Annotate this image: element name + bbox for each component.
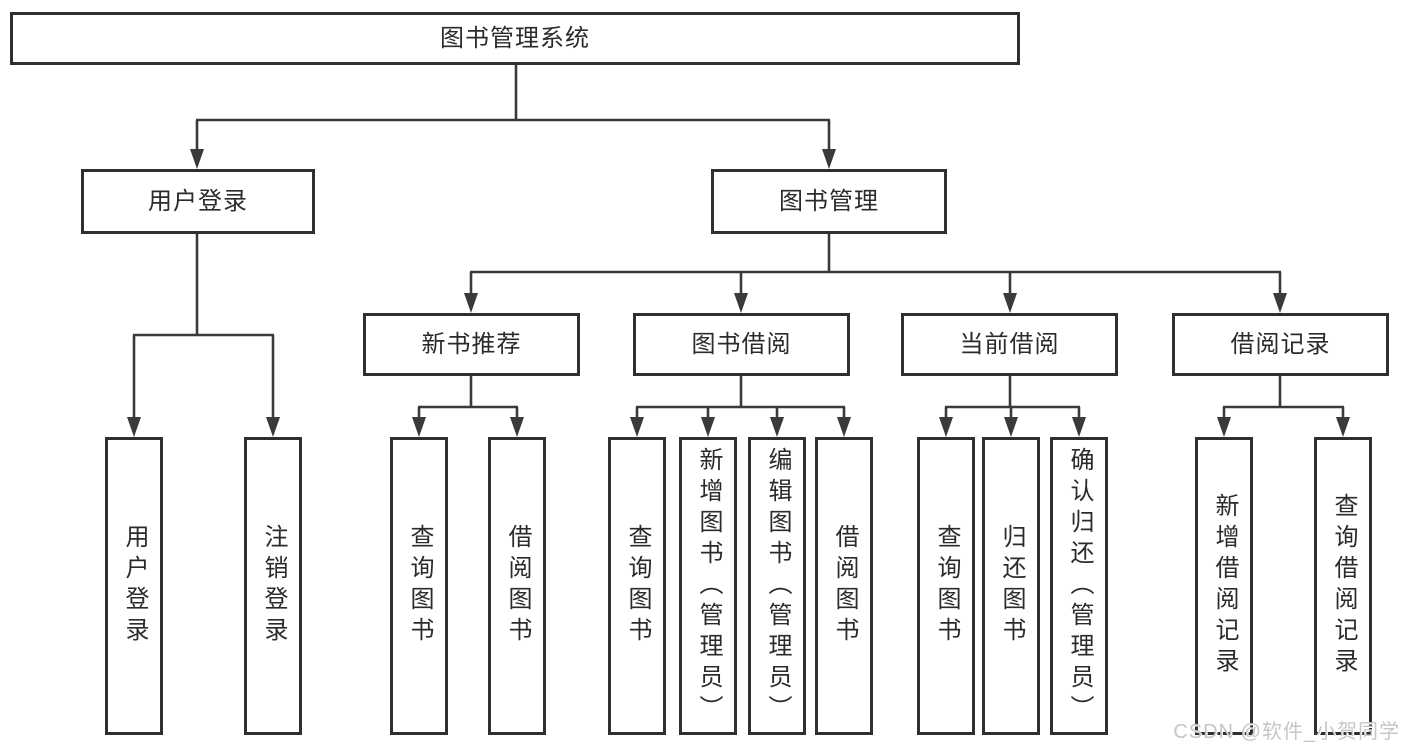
node-leaf-add-books-admin: 新增图书（管理员） xyxy=(679,437,737,735)
node-leaf-borrow-books-borrowing: 借阅图书 xyxy=(815,437,873,735)
node-leaf-query-borrow-record: 查询借阅记录 xyxy=(1314,437,1372,735)
node-book-borrowing: 图书借阅 xyxy=(633,313,850,376)
node-root-system: 图书管理系统 xyxy=(10,12,1020,65)
node-book-management-module: 图书管理 xyxy=(711,169,947,234)
node-new-book-recommend: 新书推荐 xyxy=(363,313,580,376)
node-leaf-query-books-current: 查询图书 xyxy=(917,437,975,735)
node-leaf-confirm-return-admin: 确认归还（管理员） xyxy=(1050,437,1108,735)
node-leaf-query-books-borrowing: 查询图书 xyxy=(608,437,666,735)
node-leaf-edit-books-admin: 编辑图书（管理员） xyxy=(748,437,806,735)
csdn-watermark: CSDN @软件_小贺同学 xyxy=(1173,721,1400,743)
node-leaf-add-borrow-record: 新增借阅记录 xyxy=(1195,437,1253,735)
node-borrowing-records: 借阅记录 xyxy=(1172,313,1389,376)
node-leaf-query-books-recommend: 查询图书 xyxy=(390,437,448,735)
node-current-borrowing: 当前借阅 xyxy=(901,313,1118,376)
node-leaf-borrow-books-recommend: 借阅图书 xyxy=(488,437,546,735)
node-user-login-module: 用户登录 xyxy=(81,169,315,234)
node-leaf-logout: 注销登录 xyxy=(244,437,302,735)
node-leaf-return-books: 归还图书 xyxy=(982,437,1040,735)
node-leaf-user-login: 用户登录 xyxy=(105,437,163,735)
